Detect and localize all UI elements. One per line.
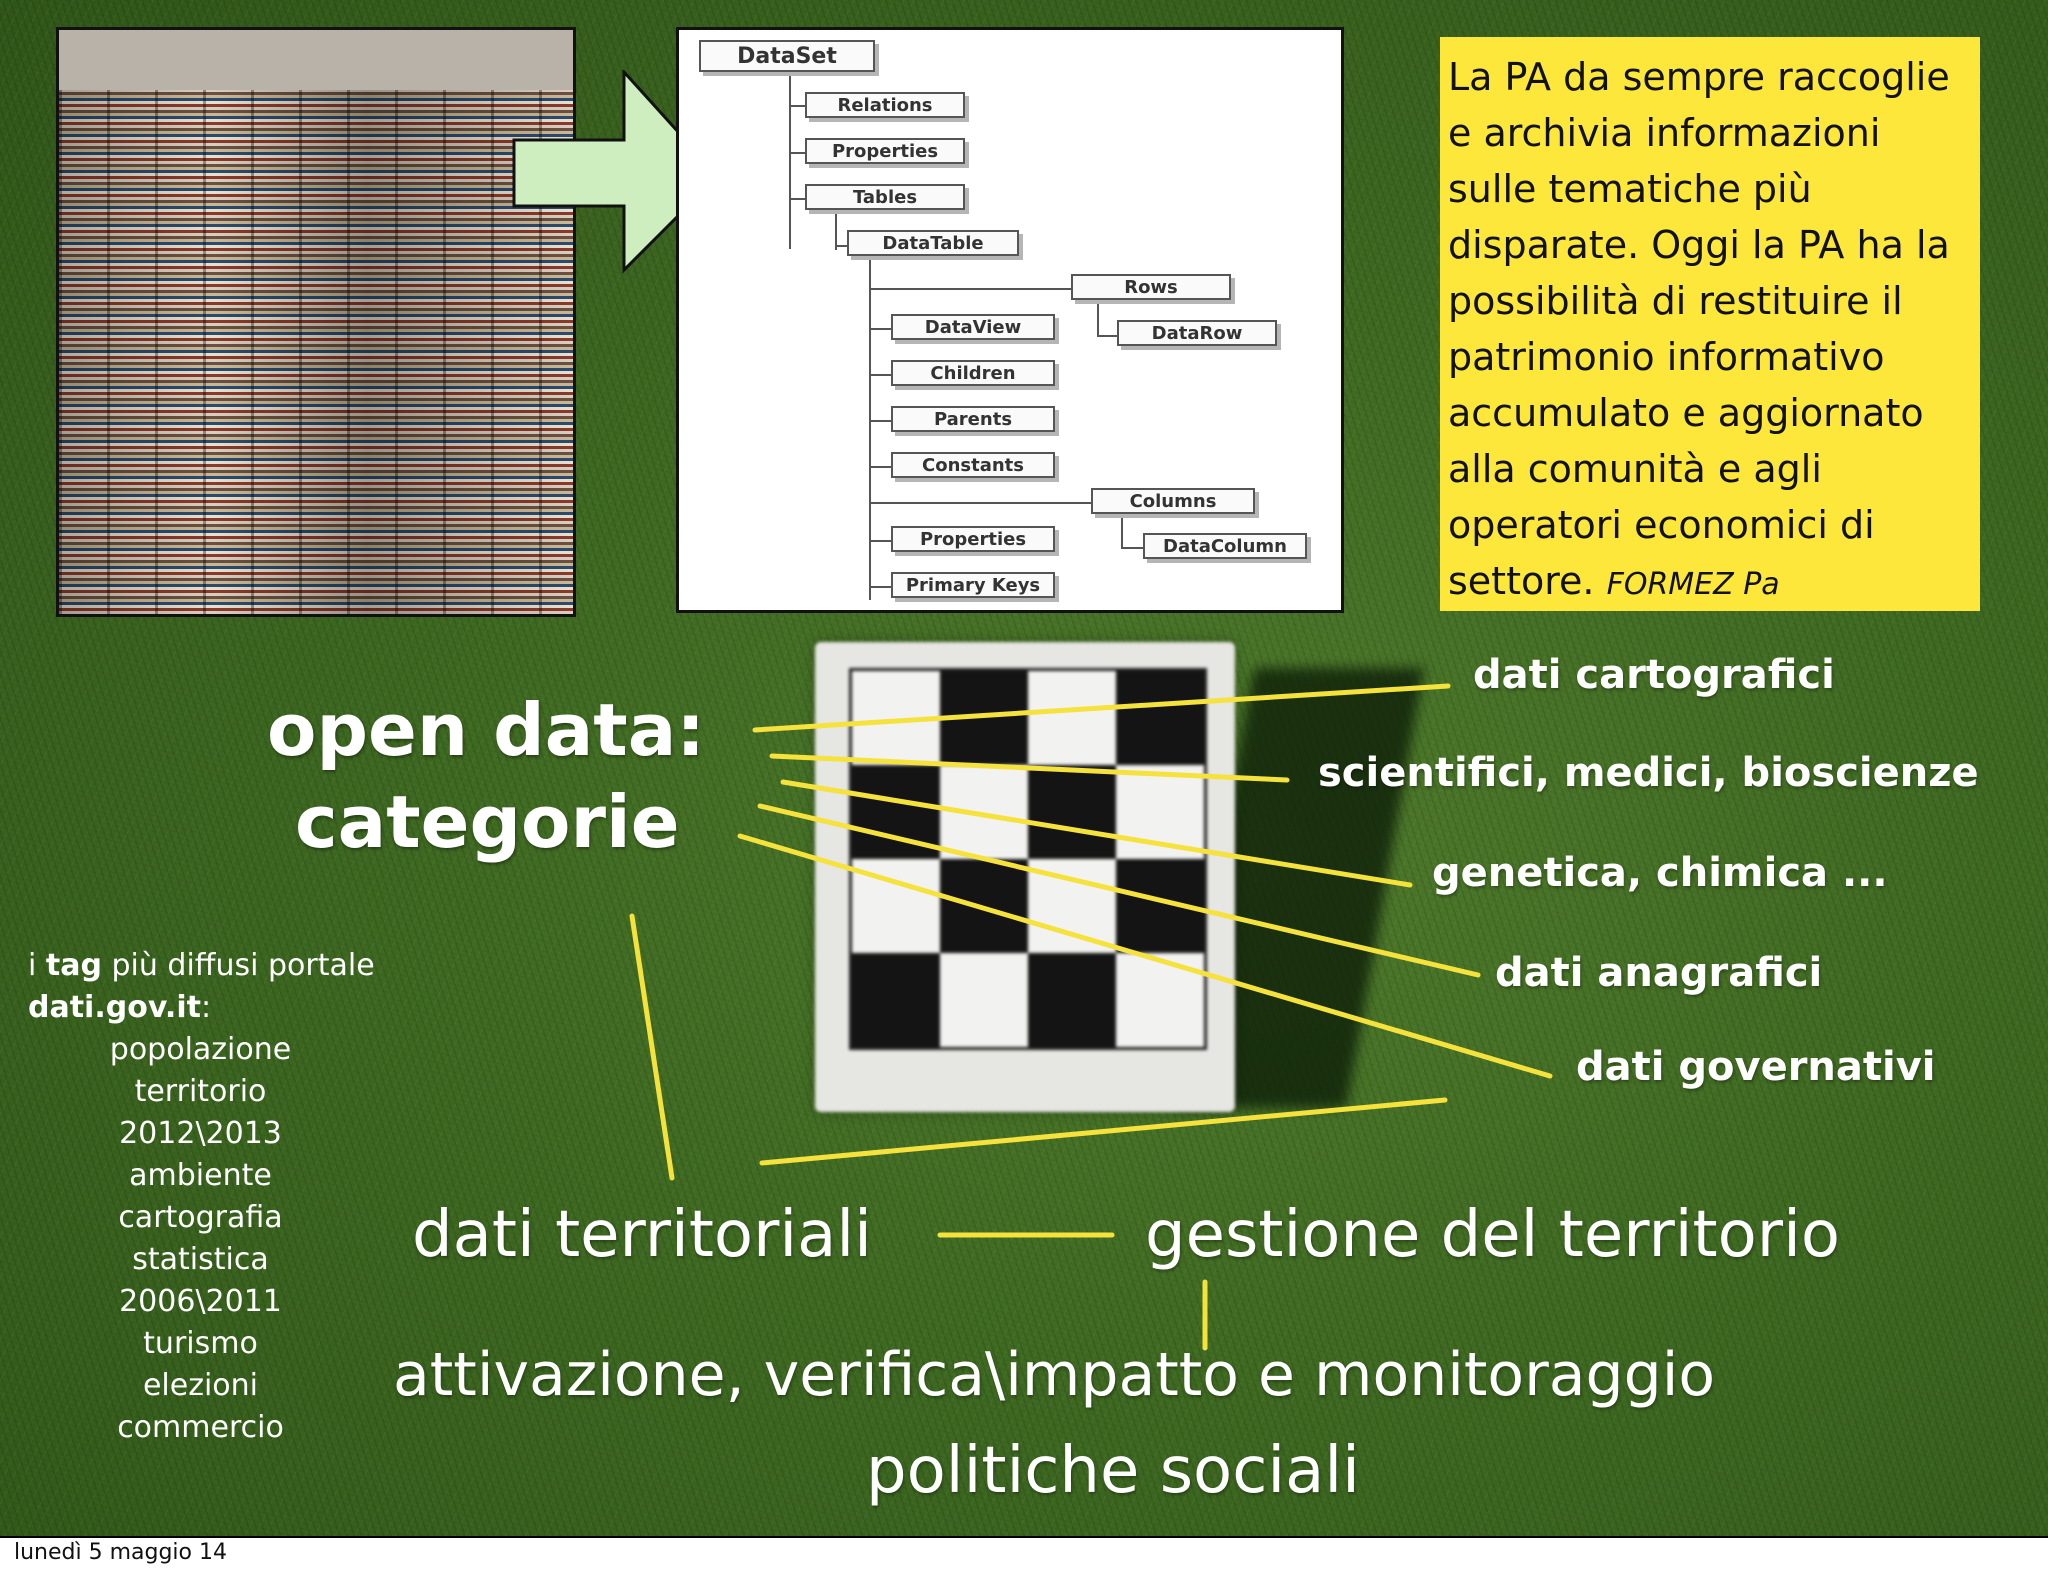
tags-panel: i tag più diffusi portale dati.gov.it: p… <box>28 945 408 1449</box>
category-cartografici: dati cartografici <box>1473 652 1835 698</box>
node-constants: Constants <box>891 452 1055 478</box>
category-genetica: genetica, chimica ... <box>1432 850 1888 896</box>
node-columns: Columns <box>1091 488 1255 514</box>
node-primary-keys: Primary Keys <box>891 572 1055 598</box>
node-datatable: DataTable <box>847 230 1019 256</box>
book-stacks-photo <box>56 27 576 617</box>
tag-item: 2006\2011 <box>119 1284 282 1319</box>
node-properties-2: Properties <box>891 526 1055 552</box>
node-dataview: DataView <box>891 314 1055 340</box>
bottom-line-1: attivazione, verifica\impatto e monitora… <box>393 1340 1716 1410</box>
tag-item: commercio <box>117 1410 284 1445</box>
tag-item: ambiente <box>129 1158 272 1193</box>
right-arrow-icon <box>512 70 721 274</box>
tags-list: popolazione territorio 2012\2013 ambient… <box>28 1029 373 1449</box>
territorial-data-label: dati territoriali <box>412 1198 872 1272</box>
node-relations: Relations <box>805 92 965 118</box>
tags-heading: i tag più diffusi portale dati.gov.it: <box>28 948 375 1025</box>
tag-item: popolazione <box>109 1032 292 1067</box>
category-governativi: dati governativi <box>1576 1044 1936 1090</box>
territory-management-label: gestione del territorio <box>1145 1198 1841 1272</box>
tag-item: territorio <box>134 1074 267 1109</box>
title-line-2: categorie <box>295 780 680 864</box>
note-source: FORMEZ Pa <box>1606 567 1780 602</box>
title-line-1: open data: <box>267 688 706 772</box>
node-datarow: DataRow <box>1117 320 1277 346</box>
category-anagrafici: dati anagrafici <box>1495 950 1823 996</box>
tag-item: turismo <box>143 1326 258 1361</box>
slide: DataSet Relations Properties Tables Data… <box>0 0 2048 1538</box>
connector-lines <box>629 683 1553 1351</box>
tag-item: cartografia <box>118 1200 283 1235</box>
tag-item: 2012\2013 <box>119 1116 282 1151</box>
portal-name: dati.gov.it <box>28 990 201 1025</box>
note-text: La PA da sempre raccoglie e archivia inf… <box>1448 55 1950 603</box>
node-tables: Tables <box>805 184 965 210</box>
dataset-tree-diagram: DataSet Relations Properties Tables Data… <box>676 27 1344 613</box>
node-rows: Rows <box>1071 274 1231 300</box>
node-children: Children <box>891 360 1055 386</box>
tag-item: statistica <box>132 1242 269 1277</box>
node-datacolumn: DataColumn <box>1143 533 1307 559</box>
footer-date: lunedì 5 maggio 14 <box>14 1540 227 1565</box>
node-dataset: DataSet <box>699 40 875 72</box>
node-properties: Properties <box>805 138 965 164</box>
tag-item: elezioni <box>142 1368 259 1403</box>
note-box: La PA da sempre raccoglie e archivia inf… <box>1440 37 1980 611</box>
category-scientifici: scientifici, medici, bioscienze <box>1318 750 1979 796</box>
node-parents: Parents <box>891 406 1055 432</box>
bottom-line-2: politiche sociali <box>866 1434 1360 1508</box>
